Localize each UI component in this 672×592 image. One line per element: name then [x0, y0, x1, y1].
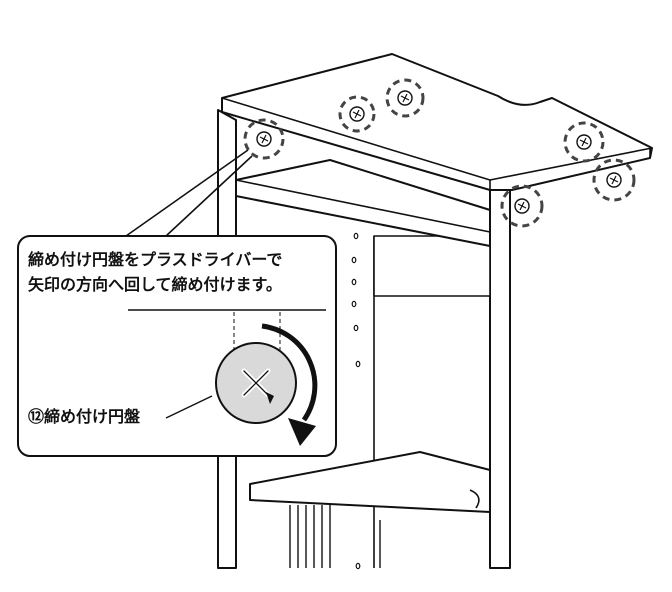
part-label-leader: [165, 395, 213, 419]
screw-icon: [243, 118, 285, 160]
lower-shelf: [249, 451, 491, 513]
upper-shelf: [235, 159, 491, 247]
part-label: ⑫締め付け円盤: [28, 407, 141, 426]
top-screws: [243, 78, 636, 228]
clockwise-arrow-icon: [261, 323, 318, 446]
screw-icon: [563, 121, 605, 163]
screw-icon: [500, 184, 544, 228]
tightening-disc: [215, 342, 297, 424]
top-board: [221, 53, 653, 191]
callout-panel: 締め付け円盤をプラスドライバーで 矢印の方向へ回して締め付けます。: [17, 235, 337, 457]
callout-leader: [125, 149, 253, 237]
callout-line-2: 矢印の方向へ回して締め付けます。: [28, 275, 282, 294]
callout-line-1: 締め付け円盤をプラスドライバーで: [28, 250, 282, 269]
screw-icon: [592, 158, 636, 202]
screw-icon: [338, 95, 376, 133]
screw-icon: [385, 78, 425, 118]
right-side-panel: [489, 185, 511, 569]
